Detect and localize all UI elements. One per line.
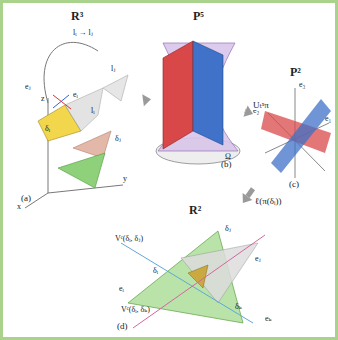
figure-panel: R² (d) (111, 203, 279, 337)
symbol-label: lᵢ → lⱼ (73, 29, 93, 37)
space-title: R² (189, 203, 201, 218)
symbol-label: δᵢ (45, 125, 50, 133)
symbol-label: Vᶜ(δᵢ, δₖ) (121, 306, 150, 314)
panel-letter: (a) (21, 193, 31, 203)
arrow-label: ℓ(π(δᵢ)) (254, 196, 283, 206)
space-title: P² (290, 65, 301, 80)
symbol-label: eⱼ (255, 255, 261, 263)
space-title: P⁵ (193, 9, 204, 24)
symbol-label: Ω (225, 153, 231, 161)
figure-panel: P² (c) (253, 65, 337, 195)
symbol-label: z (41, 95, 45, 103)
space-title: R³ (71, 9, 83, 24)
transform-arrow (142, 94, 151, 106)
symbol-label: eᵢ (119, 285, 124, 293)
panel-letter: (c) (289, 179, 299, 189)
transform-arrow (243, 189, 253, 203)
symbol-label: x (17, 203, 21, 211)
symbol-label: δᵢ (153, 267, 158, 275)
arrow-label: Uₜˣπ (252, 100, 270, 110)
symbol-label: lᵢ (91, 107, 95, 115)
symbol-label: e₁ (325, 115, 331, 123)
panel-letter: (d) (117, 321, 128, 331)
symbol-label: eⱼ (25, 83, 31, 91)
symbol-label: e₃ (299, 81, 305, 89)
symbol-label: Vᶜ(δᵢ, δⱼ) (115, 235, 143, 243)
illustration (3, 3, 338, 340)
symbol-label: δⱼ (225, 225, 231, 233)
symbol-label: lⱼ (111, 65, 115, 73)
symbol-label: eᵢ (73, 91, 78, 99)
figure-panel: P⁵(b) (151, 9, 245, 177)
symbol-label: δⱼ (115, 135, 121, 143)
symbol-label: eₖ (265, 315, 271, 323)
symbol-label: y (123, 175, 127, 183)
connector-layer (3, 3, 338, 340)
symbol-label: δₖ (235, 303, 242, 311)
